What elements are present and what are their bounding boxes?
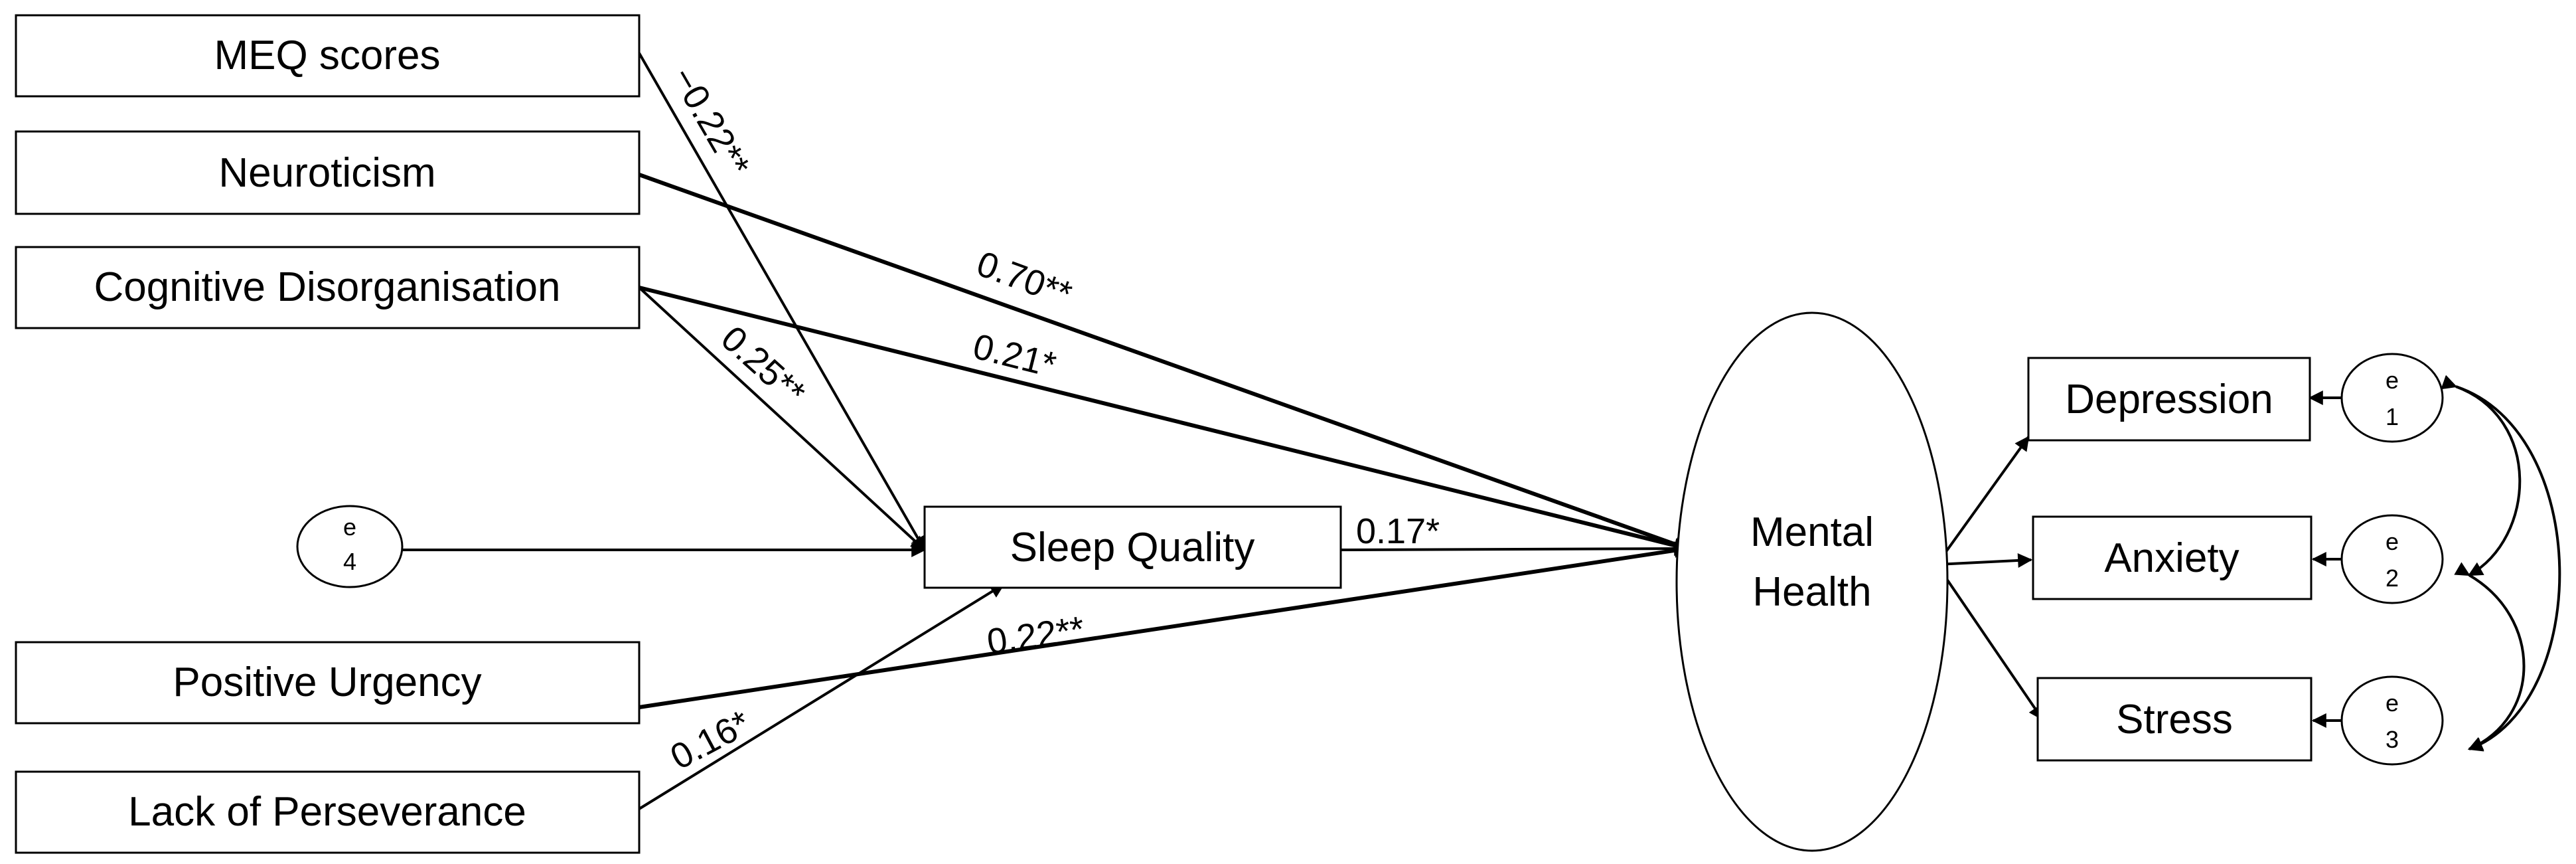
path-lackpers-to-sleep [638,583,1005,810]
error-e4: e 4 [296,505,404,588]
path-sleep-to-mental-health [1340,541,1689,557]
covariance-e1-e2 [2441,375,2522,576]
node-anxiety: Anxiety [2032,515,2312,600]
path-cogdis-to-mental-health [639,286,1689,553]
path-meq-to-sleep [638,52,926,551]
error-symbol: e [2386,528,2399,555]
path-mental-to-anxiety [1936,553,2033,568]
coef-sleep-mental: 0.17* [1356,511,1440,551]
coef-neuro-mental: 0.70** [972,244,1077,315]
node-label: Cognitive Disorganisation [94,264,560,310]
coef-posurg-mental: 0.22** [984,609,1087,662]
path-posurg-to-mental-health [639,543,1689,709]
path-mental-to-stress [1935,563,2044,721]
error-number: 2 [2386,564,2399,592]
node-label: Positive Urgency [173,659,481,705]
node-label: Anxiety [2104,535,2239,581]
node-label: Stress [2116,697,2233,742]
error-e2: e 2 [2340,514,2444,604]
covariance-e1-e3 [2441,375,2561,752]
node-label: Neuroticism [218,150,435,196]
path-mental-to-depression [1935,436,2030,566]
node-sleep-quality: Sleep Quality [923,505,1342,589]
node-meq-scores: MEQ scores [15,14,641,98]
error-symbol: e [2386,367,2399,394]
error-e3: e 3 [2340,675,2444,766]
node-label: Lack of Perseverance [128,789,526,835]
error-symbol: e [2386,689,2399,717]
error-number: 3 [2386,726,2399,753]
node-label: Mental [1750,509,1874,555]
error-number: 1 [2386,403,2399,430]
coef-cogdis-mental: 0.21* [969,326,1060,385]
node-depression: Depression [2027,357,2311,442]
error-symbol: e [343,513,356,541]
node-positive-urgency: Positive Urgency [15,641,641,725]
coef-cogdis-sleep: 0.25** [714,318,812,413]
node-lack-of-perseverance: Lack of Perseverance [15,770,641,854]
error-number: 4 [343,548,356,575]
node-label: Depression [2065,377,2273,422]
error-e1: e 1 [2340,353,2444,443]
path-neuroticism-to-mental-health [638,173,1689,551]
node-label: Sleep Quality [1010,525,1255,570]
node-mental-health: Mental Health [1675,311,1949,852]
node-label: Health [1752,569,1871,615]
covariance-e2-e3 [2454,562,2526,751]
path-cogdis-to-sleep [638,286,926,551]
node-label: MEQ scores [214,33,440,78]
node-stress: Stress [2036,677,2312,762]
node-cognitive-disorganisation: Cognitive Disorganisation [15,246,641,329]
node-neuroticism: Neuroticism [15,130,641,215]
